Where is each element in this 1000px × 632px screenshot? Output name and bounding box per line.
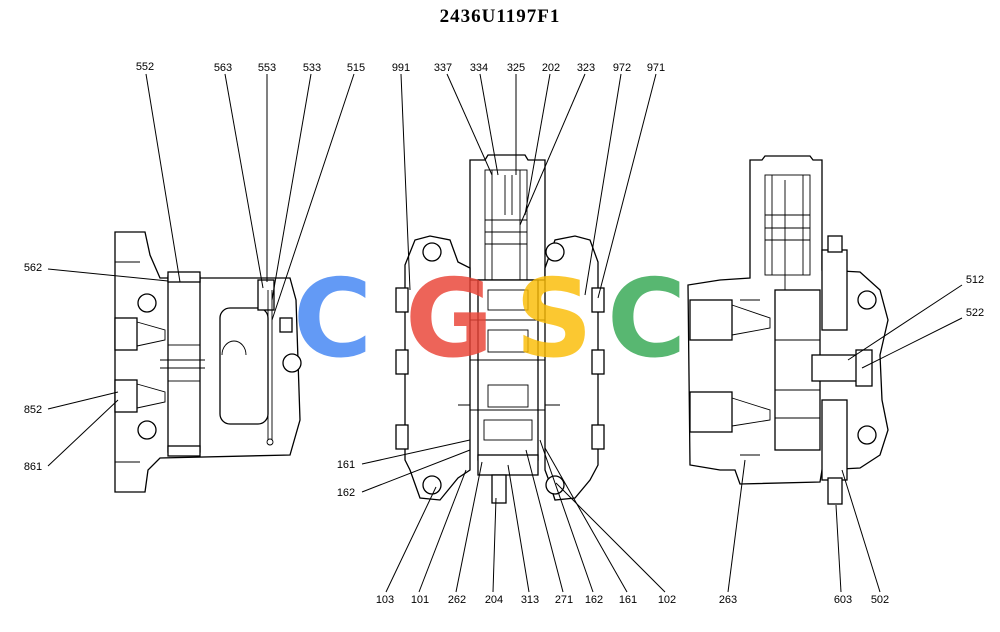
callout-161-mid: 161 xyxy=(337,459,355,471)
left-view xyxy=(114,231,302,493)
callout-323: 323 xyxy=(577,62,595,74)
center-view xyxy=(395,154,605,504)
watermark-letter-g: G xyxy=(405,257,494,382)
callout-522: 522 xyxy=(966,307,984,319)
callout-204: 204 xyxy=(485,594,503,606)
callout-202: 202 xyxy=(542,62,560,74)
callout-161-bottom: 161 xyxy=(619,594,637,606)
leader-lines xyxy=(47,73,963,593)
callout-271: 271 xyxy=(555,594,573,606)
watermark-letter-c1: C xyxy=(293,257,372,382)
callout-263: 263 xyxy=(719,594,737,606)
callout-262: 262 xyxy=(448,594,466,606)
drawing-title: 2436U1197F1 xyxy=(439,6,561,27)
callout-553: 553 xyxy=(258,62,276,74)
callout-972: 972 xyxy=(613,62,631,74)
callout-512: 512 xyxy=(966,274,984,286)
cgsc-watermark: C G S C xyxy=(293,257,686,382)
callout-562: 562 xyxy=(24,262,42,274)
callout-991: 991 xyxy=(392,62,410,74)
callout-337: 337 xyxy=(434,62,452,74)
callout-533: 533 xyxy=(303,62,321,74)
callout-103: 103 xyxy=(376,594,394,606)
callout-603: 603 xyxy=(834,594,852,606)
callout-502: 502 xyxy=(871,594,889,606)
callout-515: 515 xyxy=(347,62,365,74)
callout-552: 552 xyxy=(136,61,154,73)
callout-101: 101 xyxy=(411,594,429,606)
watermark-letter-s: S xyxy=(515,257,593,382)
callout-325: 325 xyxy=(507,62,525,74)
callout-971: 971 xyxy=(647,62,665,74)
callout-563: 563 xyxy=(214,62,232,74)
callout-162-mid: 162 xyxy=(337,487,355,499)
callout-102: 102 xyxy=(658,594,676,606)
callout-861: 861 xyxy=(24,461,42,473)
callout-334: 334 xyxy=(470,62,488,74)
callout-162-bottom: 162 xyxy=(585,594,603,606)
callout-313: 313 xyxy=(521,594,539,606)
watermark-letter-c2: C xyxy=(607,257,686,382)
callout-852: 852 xyxy=(24,404,42,416)
callout-labels: 552 563 553 533 515 991 337 334 325 202 … xyxy=(24,61,984,606)
right-view xyxy=(687,155,889,505)
